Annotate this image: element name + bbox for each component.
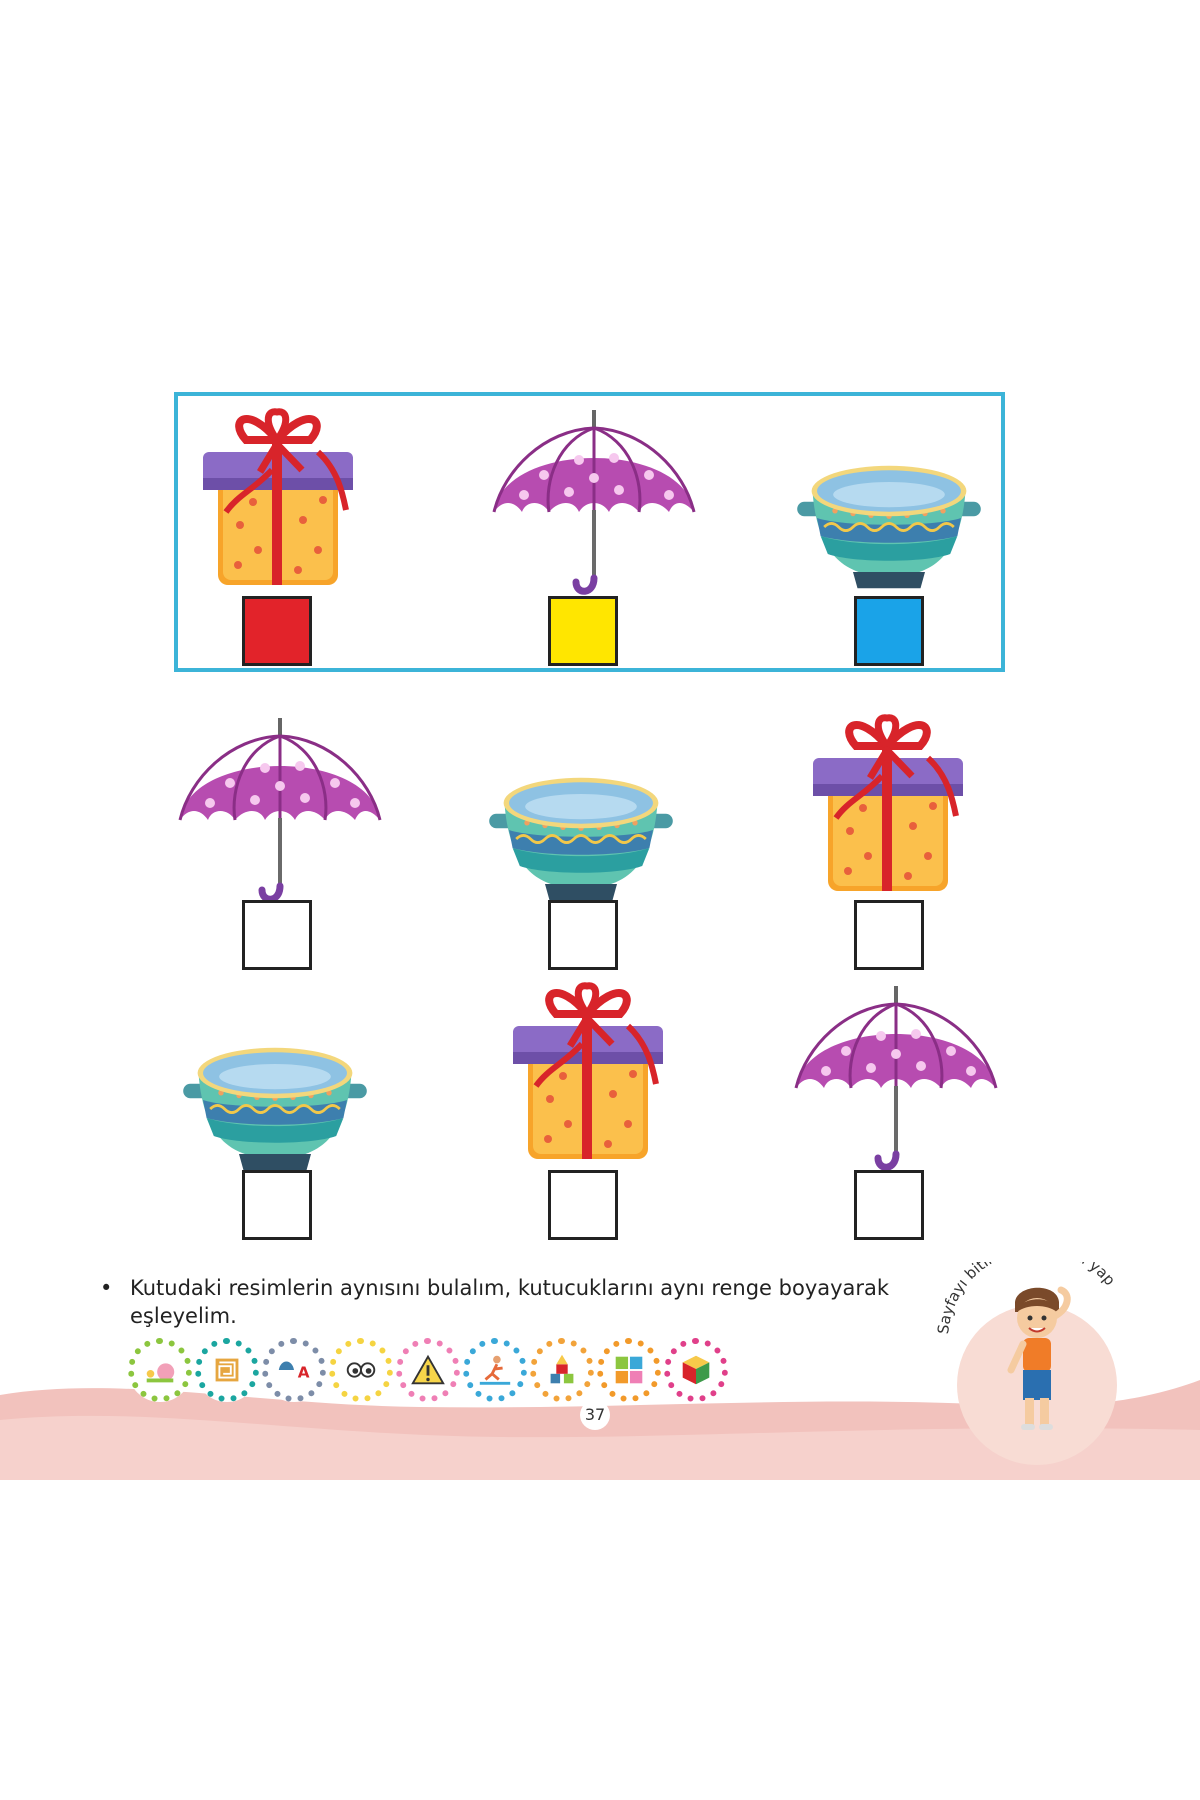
answer-box[interactable] [854, 1170, 924, 1240]
answer-box[interactable] [854, 900, 924, 970]
key-bowl-image [784, 428, 994, 608]
cube-icon [664, 1338, 728, 1402]
answer-box[interactable] [548, 900, 618, 970]
answer-box[interactable] [548, 1170, 618, 1240]
grid-gift-image [778, 706, 998, 906]
runner-icon [463, 1338, 527, 1402]
grid-umbrella-image [786, 976, 1006, 1176]
reference-box [174, 392, 1005, 672]
key-gift-image [168, 400, 388, 600]
maze-icon [195, 1338, 259, 1402]
key-color-swatch-umbrella [548, 596, 618, 666]
grid-bowl-image [170, 1010, 380, 1190]
svg-text:A: A [298, 1364, 310, 1382]
page-number: 37 [580, 1400, 610, 1430]
key-umbrella-image [484, 400, 704, 600]
key-color-swatch-gift [242, 596, 312, 666]
grid-umbrella-image [170, 708, 390, 908]
umbrella-letter-icon: A [262, 1338, 326, 1402]
kid-figure [1007, 1286, 1071, 1430]
snail-icon [128, 1338, 192, 1402]
warning-icon [396, 1338, 460, 1402]
instruction-text: Kutudaki resimlerin aynısını bulalım, ku… [130, 1276, 890, 1328]
blocks-icon [530, 1338, 594, 1402]
grid-gift-image [478, 974, 698, 1174]
eyes-icon [329, 1338, 393, 1402]
answer-box[interactable] [242, 1170, 312, 1240]
puzzle-icon [597, 1338, 661, 1402]
answer-box[interactable] [242, 900, 312, 970]
instruction-bullet: • [100, 1276, 113, 1300]
key-color-swatch-bowl [854, 596, 924, 666]
grid-bowl-image [476, 740, 686, 920]
bottom-wave [0, 1380, 1200, 1480]
